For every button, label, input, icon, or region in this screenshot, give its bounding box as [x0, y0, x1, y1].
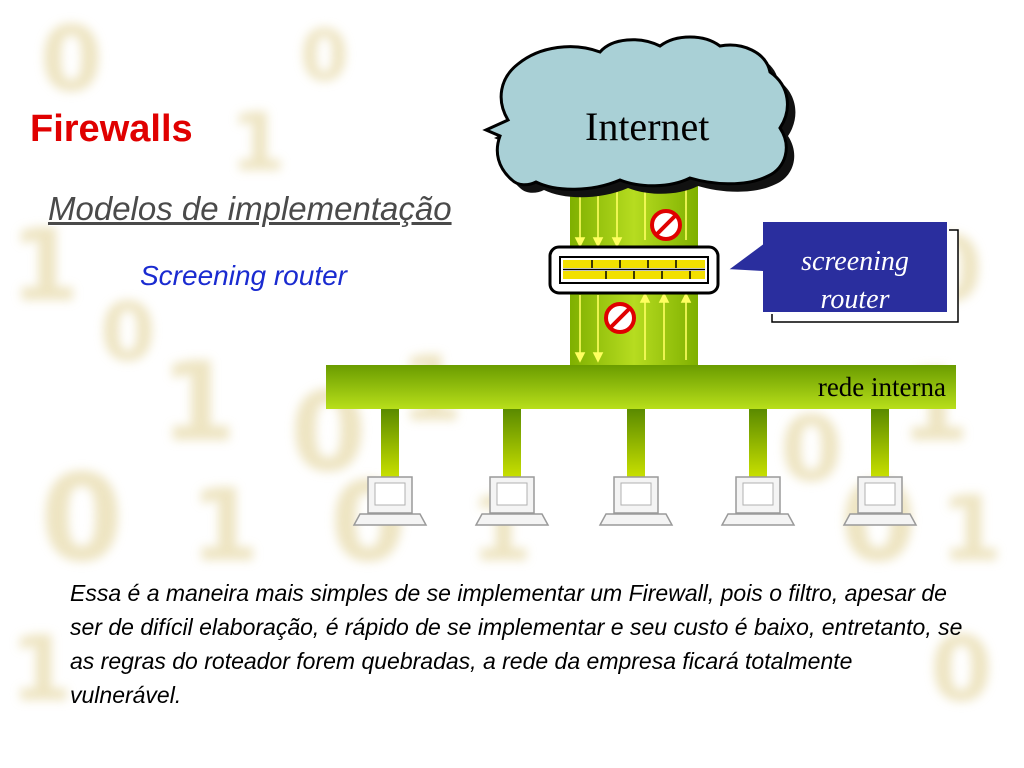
description-text: Essa é a maneira mais simples de se impl…: [70, 580, 963, 708]
slide-title: Firewalls: [30, 108, 193, 150]
no-entry-icon: [650, 209, 682, 241]
workstation-links: [381, 409, 889, 477]
internal-network-label: rede interna: [817, 372, 946, 402]
svg-text:0: 0: [40, 7, 103, 112]
svg-text:0: 0: [780, 397, 843, 502]
computer-icon: [352, 476, 428, 526]
computer-icon: [474, 476, 550, 526]
svg-text:0: 0: [300, 15, 349, 97]
router-icon: [548, 245, 720, 295]
svg-text:1: 1: [940, 477, 1003, 582]
computer-icon: [598, 476, 674, 526]
svg-text:1: 1: [230, 96, 286, 189]
cloud-icon: [482, 35, 796, 198]
no-entry-icon: [604, 302, 636, 334]
svg-text:1: 1: [190, 467, 260, 584]
svg-text:1: 1: [10, 617, 73, 722]
router-callout: [724, 220, 959, 323]
router-callout-line2: router: [820, 284, 890, 315]
svg-text:1: 1: [10, 207, 80, 324]
internet-label: Internet: [585, 104, 710, 149]
router-callout-label: screening router: [770, 243, 940, 319]
svg-text:0: 0: [100, 286, 156, 379]
model-name: Screening router: [140, 260, 348, 291]
svg-text:1: 1: [160, 338, 237, 466]
computer-icon: [720, 476, 796, 526]
internal-network-bar: [326, 365, 956, 409]
svg-text:0: 0: [40, 450, 124, 589]
computer-icon: [842, 476, 918, 526]
router-callout-line1: screening: [801, 246, 909, 277]
svg-text:0: 0: [930, 617, 993, 722]
slide-subtitle: Modelos de implementação: [48, 190, 452, 227]
